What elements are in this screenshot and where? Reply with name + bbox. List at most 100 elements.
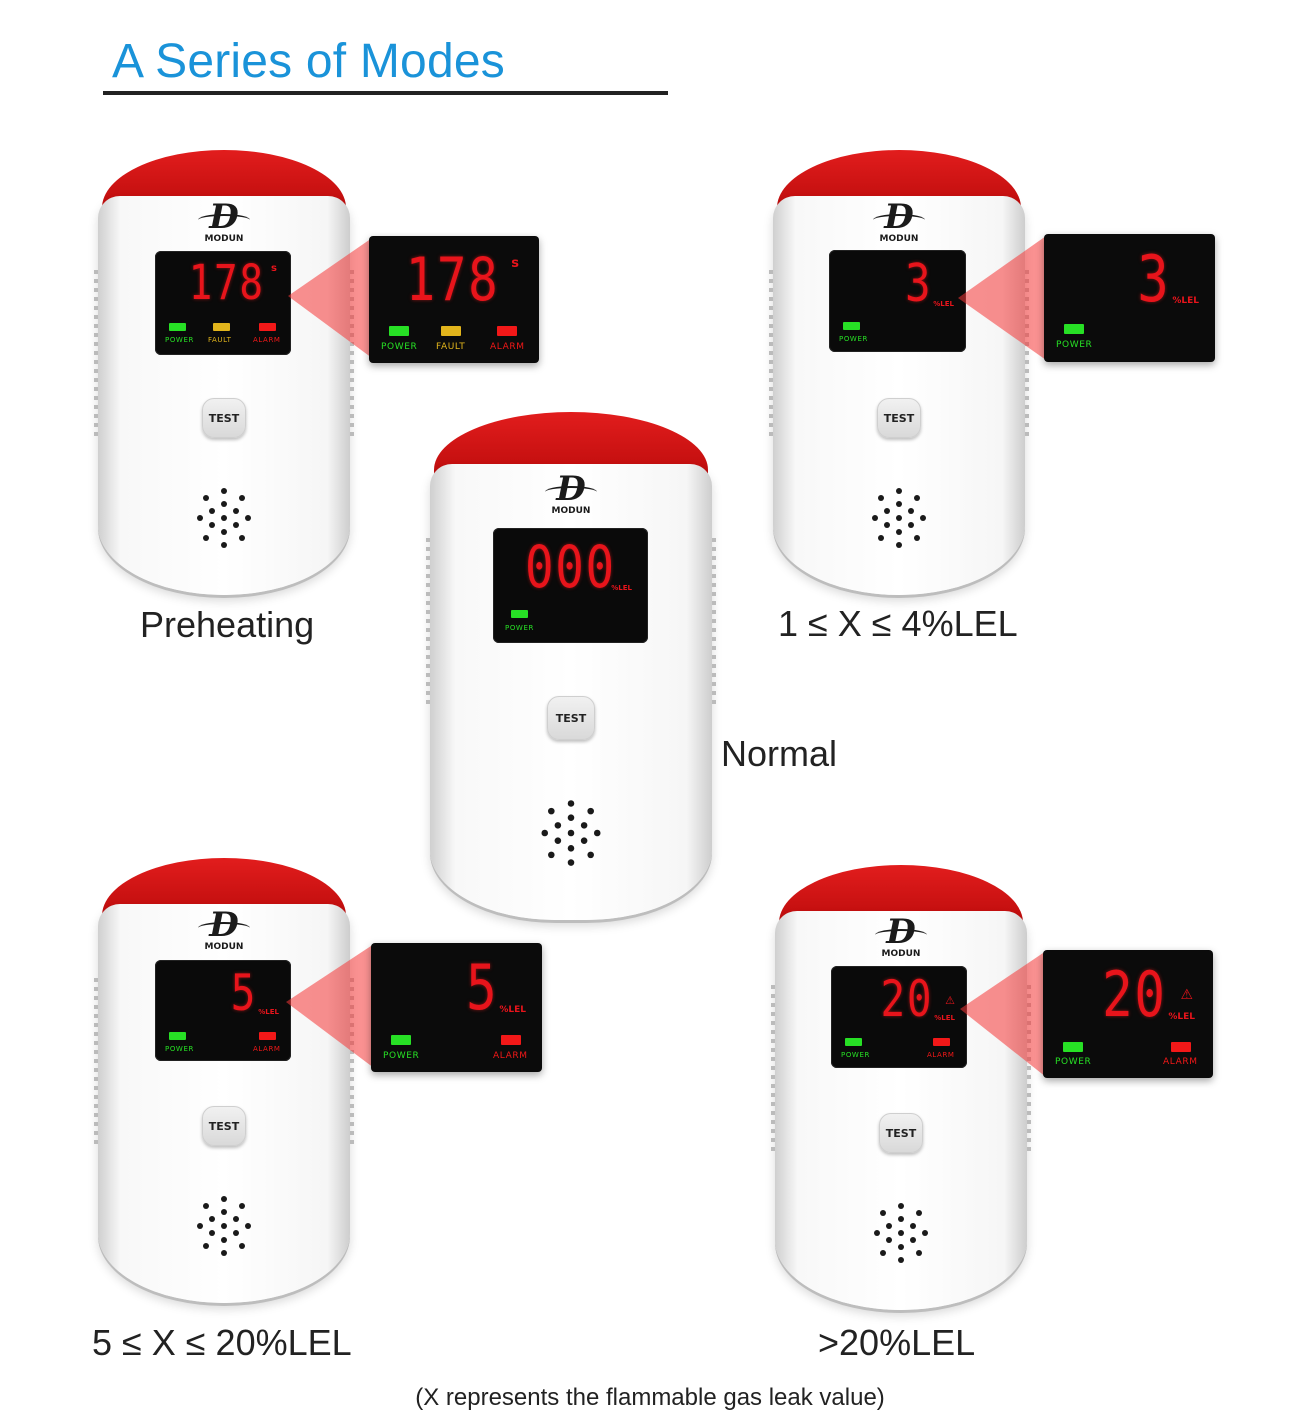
- magnify-beam-preheating: [288, 238, 372, 358]
- unit-lel: %LEL: [933, 300, 954, 308]
- caption-high-level: >20%LEL: [818, 1322, 976, 1363]
- alarm-led: [259, 1032, 276, 1040]
- zoom-power-led: [1064, 324, 1084, 334]
- caption-normal: Normal: [721, 733, 838, 774]
- display-value: 178: [188, 255, 265, 311]
- zoom-unit-lel: %LEL: [1172, 296, 1199, 306]
- power-label: POWER: [839, 335, 868, 343]
- footnote: (X represents the flammable gas leak val…: [415, 1384, 885, 1411]
- zoom-alarm-label: ALARM: [493, 1051, 528, 1061]
- detector-preheating: D MODUN 178 s POWER FAULT ALARM TEST: [94, 150, 354, 595]
- power-led: [511, 610, 528, 618]
- speaker-grille: [872, 488, 926, 548]
- page-title: A Series of Modes: [112, 35, 505, 88]
- speaker-grille: [197, 1196, 251, 1256]
- power-label: POWER: [165, 336, 194, 344]
- zoom-power-label: POWER: [1055, 1057, 1092, 1067]
- unit-lel: %LEL: [934, 1014, 955, 1022]
- display-value: 5: [230, 964, 257, 1022]
- unit-lel: %LEL: [611, 584, 632, 592]
- zoom-panel-preheating: 178 s POWER FAULT ALARM: [369, 236, 539, 363]
- zoom-display-value: 20: [1102, 958, 1167, 1031]
- power-led: [845, 1038, 862, 1046]
- power-label: POWER: [165, 1045, 194, 1053]
- power-led: [169, 1032, 186, 1040]
- brand-name: MODUN: [204, 234, 244, 244]
- brand-name: MODUN: [204, 942, 244, 952]
- modun-logo: D MODUN: [194, 908, 254, 956]
- detector-low-level: D MODUN 3 %LEL POWER TEST: [769, 150, 1029, 595]
- power-label: POWER: [505, 624, 534, 632]
- power-label: POWER: [841, 1051, 870, 1059]
- brand-name: MODUN: [879, 234, 919, 244]
- modun-logo: D MODUN: [869, 200, 929, 248]
- logo-swoosh: [545, 486, 597, 498]
- display-value: 000: [525, 533, 616, 601]
- caption-mid-level: 5 ≤ X ≤ 20%LEL: [92, 1322, 352, 1363]
- lcd-display: 178 s POWER FAULT ALARM: [155, 251, 291, 355]
- test-button[interactable]: TEST: [547, 696, 595, 740]
- zoom-alarm-led: [501, 1035, 521, 1045]
- zoom-alarm-led: [1171, 1042, 1191, 1052]
- warning-triangle-icon: ⚠: [945, 995, 955, 1007]
- logo-swoosh: [875, 929, 927, 941]
- caption-preheating: Preheating: [140, 604, 315, 645]
- zoom-alarm-label: ALARM: [490, 342, 525, 352]
- test-button[interactable]: TEST: [202, 398, 246, 438]
- logo-swoosh: [873, 214, 925, 226]
- alarm-label: ALARM: [927, 1051, 955, 1059]
- zoom-panel-low-level: 3 %LEL POWER: [1044, 234, 1215, 362]
- lcd-display: 000 %LEL POWER: [493, 528, 648, 643]
- alarm-label: ALARM: [253, 1045, 281, 1053]
- zoom-unit-lel: %LEL: [499, 1005, 526, 1015]
- zoom-power-led: [391, 1035, 411, 1045]
- zoom-display-value: 178: [405, 245, 499, 315]
- speaker-grille: [541, 800, 601, 866]
- zoom-fault-label: FAULT: [436, 342, 466, 352]
- modun-logo: D MODUN: [541, 472, 601, 520]
- power-led: [169, 323, 186, 331]
- test-button[interactable]: TEST: [202, 1106, 246, 1146]
- zoom-panel-high-level: 20 ⚠ %LEL POWER ALARM: [1043, 950, 1213, 1078]
- unit-seconds: s: [271, 263, 277, 274]
- zoom-display-value: 3: [1137, 243, 1171, 317]
- detector-mid-level: D MODUN 5 %LEL POWER ALARM TEST: [94, 858, 354, 1303]
- zoom-unit-lel: %LEL: [1168, 1012, 1195, 1022]
- modun-logo: D MODUN: [194, 200, 254, 248]
- alarm-label: ALARM: [253, 336, 281, 344]
- detector-normal: D MODUN 000 %LEL POWER TEST: [426, 412, 716, 920]
- brand-name: MODUN: [551, 506, 591, 516]
- brand-name: MODUN: [881, 949, 921, 959]
- zoom-unit-seconds: s: [511, 256, 519, 271]
- speaker-grille: [197, 488, 251, 548]
- zoom-fault-led: [441, 326, 461, 336]
- zoom-display-value: 5: [465, 951, 498, 1024]
- display-value: 3: [904, 254, 932, 314]
- logo-swoosh: [198, 214, 250, 226]
- lcd-display: 3 %LEL POWER: [829, 250, 966, 352]
- zoom-alarm-led: [497, 326, 517, 336]
- test-button[interactable]: TEST: [879, 1113, 923, 1153]
- magnify-beam-low-level: [958, 236, 1046, 360]
- alarm-led: [259, 323, 276, 331]
- power-led: [843, 322, 860, 330]
- fault-label: FAULT: [208, 336, 232, 344]
- zoom-power-led: [389, 326, 409, 336]
- zoom-power-label: POWER: [1056, 340, 1093, 350]
- detector-high-level: D MODUN 20 ⚠ %LEL POWER ALARM TEST: [771, 865, 1031, 1310]
- lcd-display: 5 %LEL POWER ALARM: [155, 960, 291, 1061]
- zoom-power-led: [1063, 1042, 1083, 1052]
- zoom-panel-mid-level: 5 %LEL POWER ALARM: [371, 943, 542, 1072]
- title-underline: [103, 91, 668, 95]
- zoom-warning-triangle-icon: ⚠: [1180, 986, 1193, 1002]
- speaker-grille: [874, 1203, 928, 1263]
- zoom-alarm-label: ALARM: [1163, 1057, 1198, 1067]
- magnify-beam-mid-level: [286, 944, 374, 1068]
- zoom-power-label: POWER: [381, 342, 418, 352]
- caption-low-level: 1 ≤ X ≤ 4%LEL: [778, 603, 1018, 644]
- test-button[interactable]: TEST: [877, 398, 921, 438]
- zoom-power-label: POWER: [383, 1051, 420, 1061]
- magnify-beam-high-level: [960, 951, 1046, 1077]
- modun-logo: D MODUN: [871, 915, 931, 963]
- unit-lel: %LEL: [258, 1008, 279, 1016]
